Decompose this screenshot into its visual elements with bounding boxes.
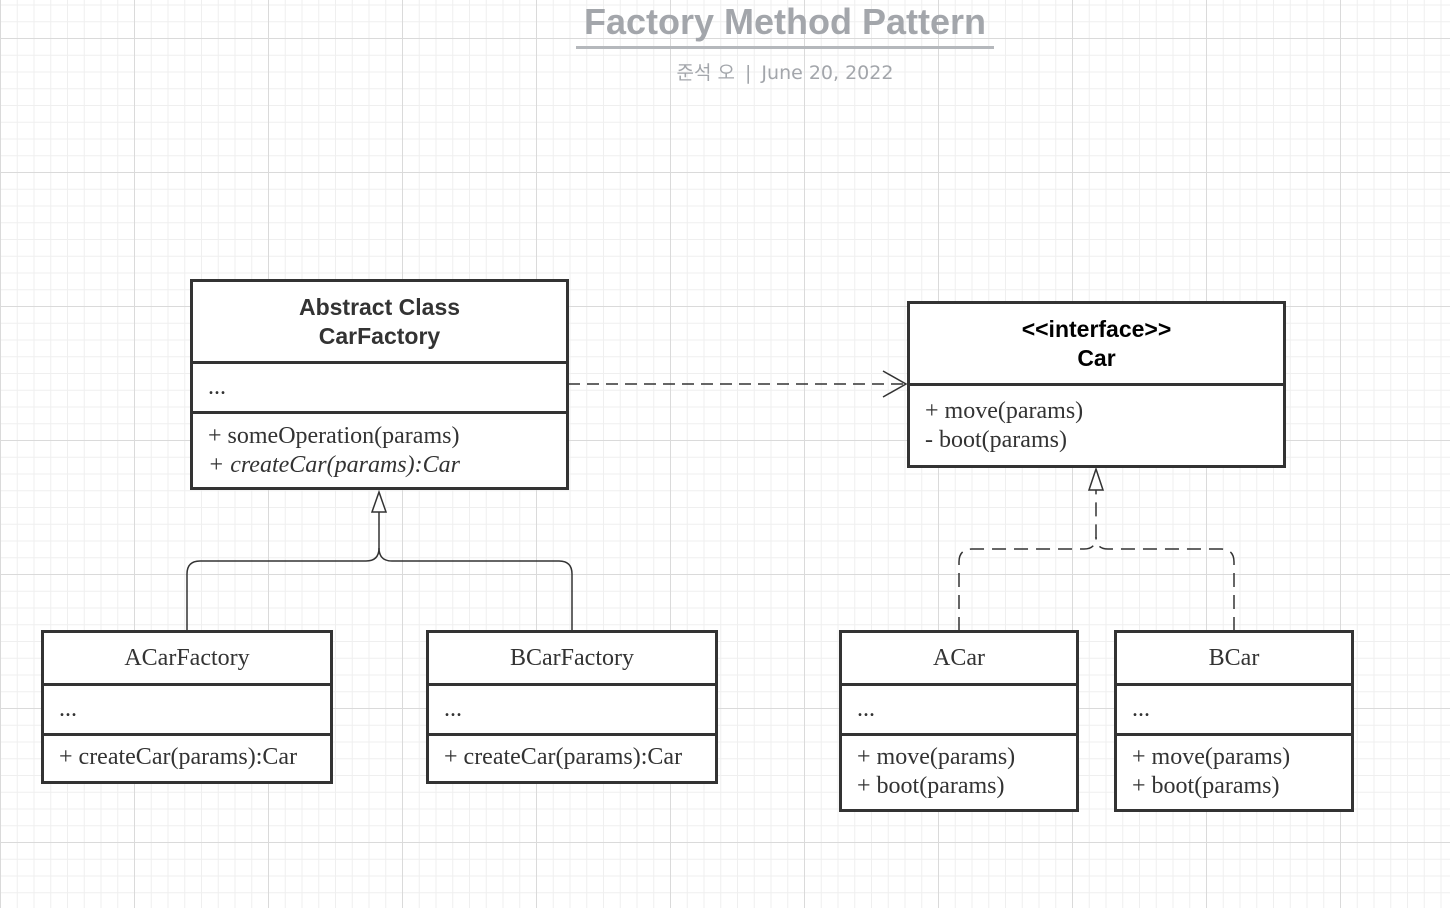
realization-line-acar[interactable] — [958, 490, 1097, 631]
class-attributes: ... — [44, 686, 330, 736]
class-bcar[interactable]: BCar ... + move(params) + boot(params) — [1114, 630, 1354, 812]
class-acar[interactable]: ACar ... + move(params) + boot(params) — [839, 630, 1079, 812]
operation-item-abstract: + createCar(params):Car — [208, 452, 460, 478]
class-header: ACar — [842, 633, 1076, 686]
class-operations: + move(params) + boot(params) — [842, 736, 1076, 801]
class-name: ACar — [933, 644, 985, 671]
operation-item: + someOperation(params) — [208, 423, 460, 449]
operation-item: + createCar(params):Car — [444, 744, 683, 770]
operation-item: + boot(params) — [857, 773, 1005, 799]
operation-item: - boot(params) — [925, 427, 1067, 453]
generalization-arrowhead — [370, 489, 388, 513]
class-name: ACarFactory — [124, 644, 250, 671]
class-attributes: ... — [1117, 686, 1351, 736]
class-header: Abstract Class CarFactory — [193, 282, 566, 364]
subtitle-separator: | — [745, 62, 752, 84]
author-name: 준석 오 — [676, 62, 736, 84]
class-attributes: ... — [193, 364, 566, 414]
diagram-title-block: Factory Method Pattern — [576, 0, 994, 49]
dependency-arrowhead — [882, 370, 908, 398]
operation-item: + move(params) — [925, 398, 1084, 424]
diagram-subtitle: 준석 오 | June 20, 2022 — [576, 58, 994, 85]
class-attributes: ... — [429, 686, 715, 736]
class-name: CarFactory — [318, 322, 441, 349]
class-operations: + createCar(params):Car — [429, 736, 715, 772]
class-name: Car — [1077, 344, 1116, 371]
class-bcarfactory[interactable]: BCarFactory ... + createCar(params):Car — [426, 630, 718, 784]
realization-line-bcar[interactable] — [1095, 536, 1235, 631]
class-header: BCar — [1117, 633, 1351, 686]
class-header: <<interface>> Car — [910, 304, 1283, 386]
class-operations: + someOperation(params) + createCar(para… — [193, 414, 566, 480]
operation-item: + createCar(params):Car — [59, 744, 298, 770]
class-operations: + move(params) + boot(params) — [1117, 736, 1351, 801]
operation-item: + boot(params) — [1132, 773, 1280, 799]
generalization-line-bcarfactory[interactable] — [378, 547, 573, 631]
class-operations: + createCar(params):Car — [44, 736, 330, 772]
realization-arrowhead — [1087, 466, 1105, 491]
class-name: BCar — [1208, 644, 1260, 671]
class-carfactory[interactable]: Abstract Class CarFactory ... + someOper… — [190, 279, 569, 490]
operation-item: + move(params) — [857, 744, 1016, 770]
interface-stereotype: <<interface>> — [1021, 315, 1172, 342]
class-attributes: ... — [842, 686, 1076, 736]
interface-car[interactable]: <<interface>> Car + move(params) - boot(… — [907, 301, 1286, 468]
class-stereotype: Abstract Class — [298, 293, 461, 320]
class-acarfactory[interactable]: ACarFactory ... + createCar(params):Car — [41, 630, 333, 784]
diagram-date: June 20, 2022 — [761, 62, 894, 84]
generalization-line-acarfactory[interactable] — [186, 512, 380, 631]
class-header: BCarFactory — [429, 633, 715, 686]
class-header: ACarFactory — [44, 633, 330, 686]
class-operations: + move(params) - boot(params) — [910, 386, 1283, 455]
operation-item: + move(params) — [1132, 744, 1291, 770]
class-name: BCarFactory — [510, 644, 634, 671]
diagram-title: Factory Method Pattern — [576, 0, 994, 49]
